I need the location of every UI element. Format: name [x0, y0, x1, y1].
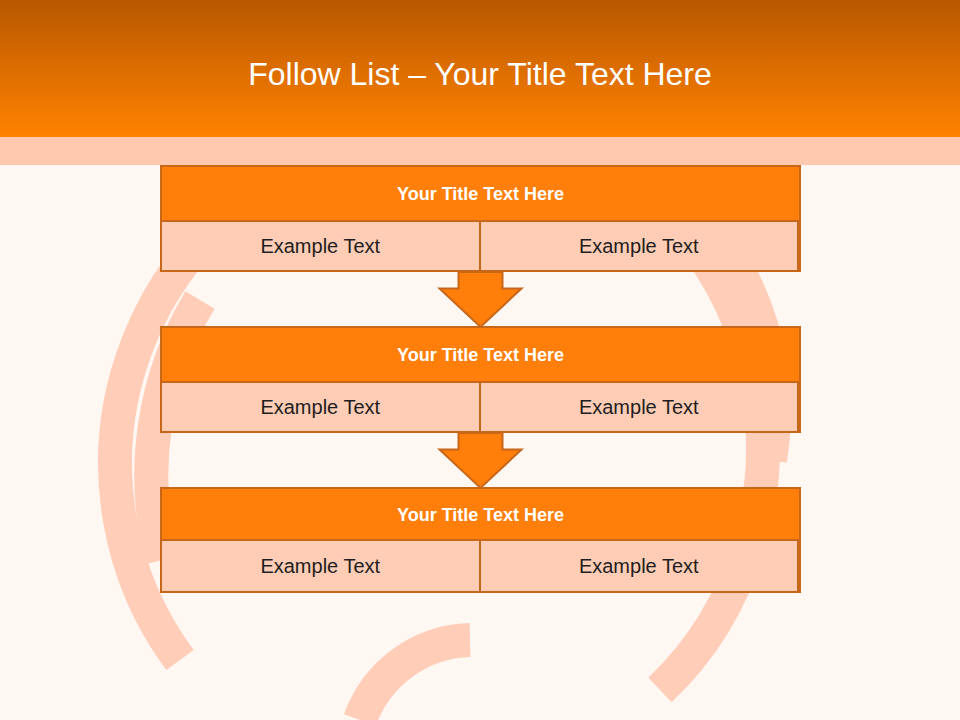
step-title: Your Title Text Here [162, 167, 799, 222]
example-cell: Example Text [479, 381, 800, 433]
step-box: Your Title Text HereExample Text Example … [160, 487, 801, 593]
cell-text: Example Text [579, 235, 699, 258]
slide-title: Follow List – Your Title Text Here [20, 54, 940, 94]
step-box: Your Title Text HereExample Text Example … [160, 326, 801, 433]
block-arrow [440, 272, 522, 327]
cell-text: Example Text [260, 555, 380, 578]
step-box: Your Title Text HereExample Text Example … [160, 165, 801, 272]
step-title: Your Title Text Here [162, 328, 799, 383]
example-cell: Example Text [160, 381, 481, 433]
cell-text: Example Text [260, 396, 380, 419]
example-cell: Example Text [160, 539, 481, 593]
example-cell: Example Text [479, 220, 800, 272]
cell-text: Example Text [260, 235, 380, 258]
step-title: Your Title Text Here [162, 489, 799, 541]
example-cell: Example Text [160, 220, 481, 272]
cell-text: Example Text [579, 555, 699, 578]
example-cell: Example Text [479, 539, 800, 593]
cell-text: Example Text [579, 396, 699, 419]
block-arrow [440, 433, 522, 488]
